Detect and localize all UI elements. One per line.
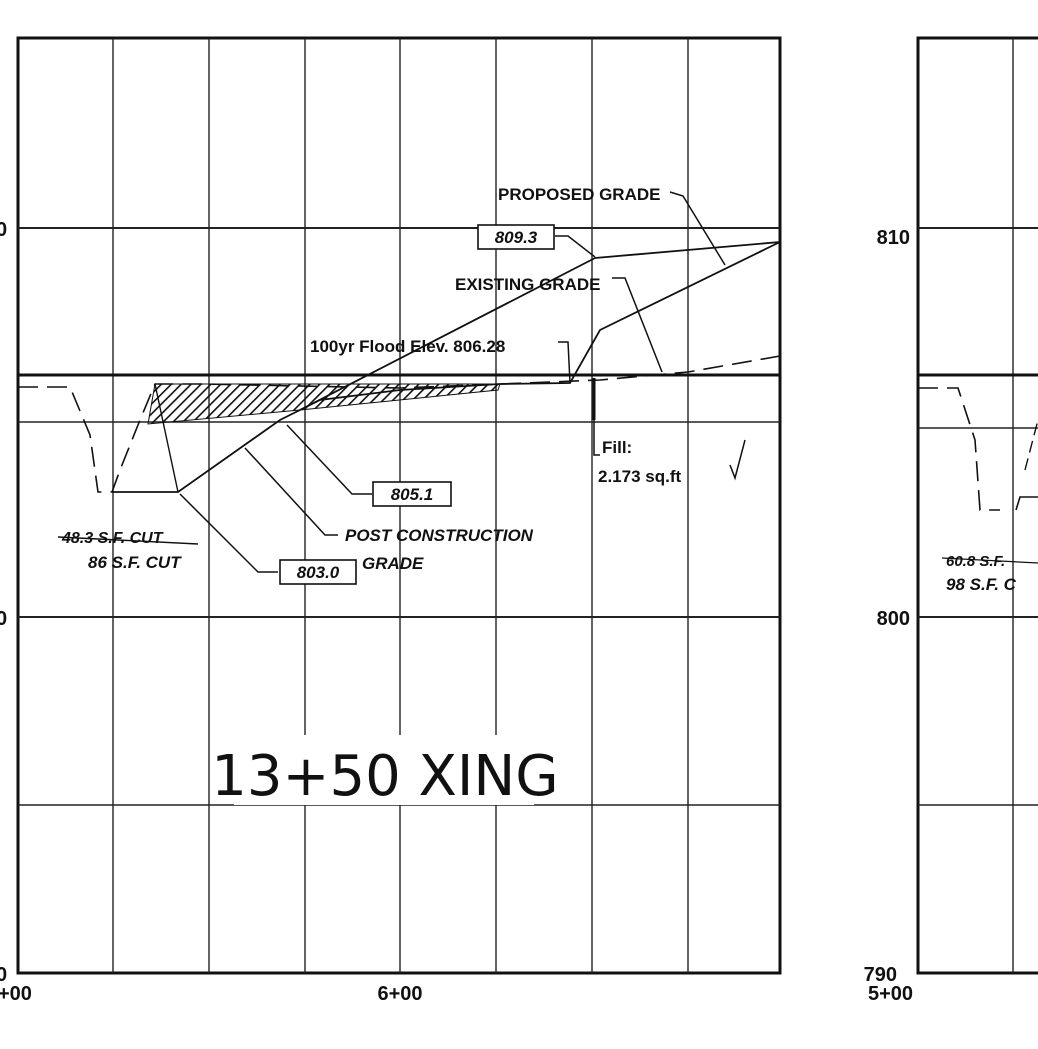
elevation-box-803: 803.0 xyxy=(279,559,357,585)
left-x-tick-start: +00 xyxy=(0,983,32,1005)
right-cut-old-strikethrough xyxy=(941,557,1038,564)
post-construction-label: POST CONSTRUCTION xyxy=(345,526,534,545)
existing-grade-label: EXISTING GRADE xyxy=(455,275,600,294)
fill-hatch xyxy=(147,383,501,425)
left-panel: 809.3 805.1 803.0 PROPOSED GRADE EXISTIN… xyxy=(0,36,782,1005)
right-existing-grade-line xyxy=(918,387,1000,511)
elevation-805-label: 805.1 xyxy=(391,485,434,504)
proposed-grade-label: PROPOSED GRADE xyxy=(498,185,660,204)
elevation-809-label: 809.3 xyxy=(495,228,538,247)
right-x-tick-500: 5+00 xyxy=(868,983,913,1005)
elevation-box-809: 809.3 xyxy=(477,224,555,250)
flood-elevation-label: 100yr Flood Elev. 806.28 xyxy=(310,337,505,356)
right-cut-old-label: 60.8 S.F. xyxy=(946,553,1005,570)
left-vertical-grid xyxy=(112,38,689,973)
elevation-box-805: 805.1 xyxy=(372,481,452,507)
existing-grade-line xyxy=(18,355,781,493)
cut-slope-line xyxy=(154,383,179,493)
left-horizontal-grid xyxy=(18,227,780,806)
left-y-tick-790: 0 xyxy=(0,964,7,986)
top-grade-line xyxy=(594,241,781,259)
right-frame xyxy=(916,36,1038,975)
grade-slope-line xyxy=(299,257,596,411)
left-x-tick-600: 6+00 xyxy=(377,983,422,1005)
cut-old-label: 48.3 S.F. CUT xyxy=(61,530,164,547)
right-y-tick-790: 790 xyxy=(864,964,897,986)
right-horizontal-grid xyxy=(918,227,1038,806)
fill-label: Fill: xyxy=(602,438,632,457)
right-y-tick-810: 810 xyxy=(877,227,910,249)
left-frame xyxy=(16,36,782,975)
proposed-grade-line xyxy=(112,241,781,493)
left-y-tick-810: 0 xyxy=(0,219,7,241)
right-proposed-grade-line xyxy=(1015,496,1038,511)
right-y-tick-800: 800 xyxy=(877,608,910,630)
fill-value-label: 2.173 sq.ft xyxy=(598,467,681,486)
left-y-tick-800: 0 xyxy=(0,608,7,630)
cut-new-label: 86 S.F. CUT xyxy=(88,553,182,572)
title-backdrop xyxy=(234,735,534,805)
elevation-803-label: 803.0 xyxy=(297,563,340,582)
section-title: 13+50 XING xyxy=(211,744,558,809)
cut-old-strikethrough xyxy=(57,536,199,545)
post-construction-grade-label: GRADE xyxy=(362,554,424,573)
right-slope-line xyxy=(1024,419,1038,471)
right-panel: 60.8 S.F. 98 S.F. C 810 800 790 5+00 xyxy=(864,36,1038,1005)
leader-lines xyxy=(179,191,746,573)
right-cut-new-label: 98 S.F. C xyxy=(946,575,1017,594)
